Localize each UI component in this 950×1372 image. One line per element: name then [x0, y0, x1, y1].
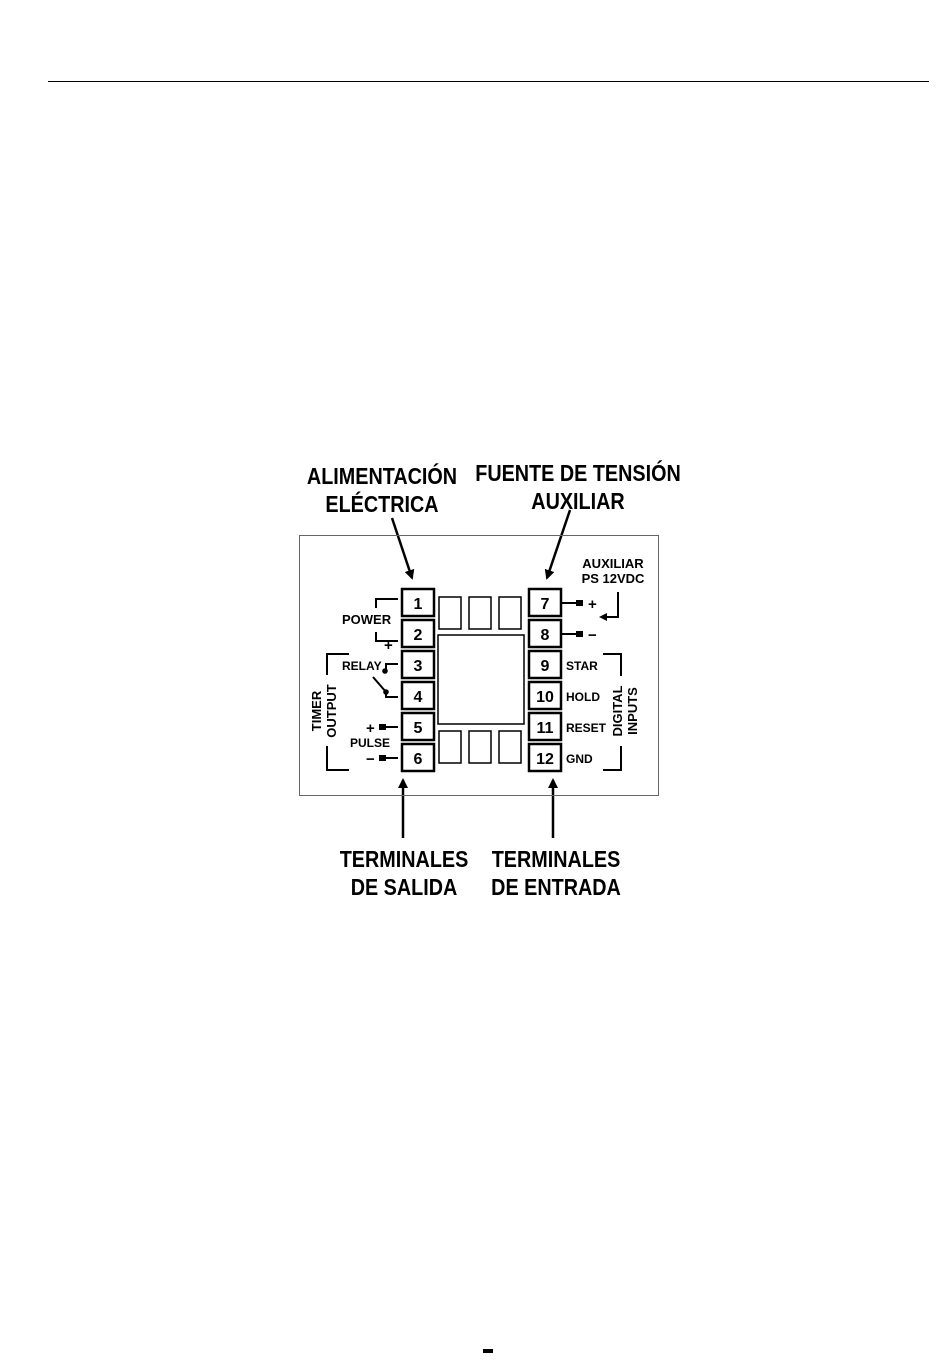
display-digit-bottom — [469, 731, 491, 763]
right-terminal-block: 7 8 9 10 11 12 — [529, 589, 561, 771]
power-plus-sign: + — [384, 637, 393, 654]
aux-minus-connector — [576, 631, 583, 637]
aux-plus-sign: + — [588, 596, 597, 613]
power-label: POWER — [342, 612, 392, 627]
terminal-number: 1 — [414, 596, 423, 613]
terminal-number: 6 — [414, 751, 423, 768]
display-digit-top — [469, 597, 491, 629]
display-digit-bottom — [499, 731, 521, 763]
display-window — [438, 635, 524, 724]
relay-label: RELAY — [342, 659, 382, 673]
terminal-number: 2 — [414, 627, 423, 644]
input-label-hold: HOLD — [566, 690, 600, 704]
terminal-number: 11 — [537, 720, 554, 737]
terminal-number: 7 — [541, 596, 550, 613]
page-marker — [483, 1349, 493, 1353]
display-segments — [438, 597, 524, 763]
digital-inputs-label-line: DIGITAL — [610, 685, 625, 736]
display-digit-bottom — [439, 731, 461, 763]
arrow-aux-source — [547, 510, 570, 578]
timer-output-label-line: TIMER — [309, 690, 324, 731]
relay-contact-point — [383, 689, 389, 695]
pulse-plus-connector — [379, 724, 386, 730]
relay-contact-point — [382, 668, 388, 674]
terminal-number: 10 — [536, 689, 554, 706]
aux-label-line: PS 12VDC — [582, 571, 645, 586]
terminal-number: 4 — [414, 689, 423, 706]
display-digit-top — [439, 597, 461, 629]
aux-minus-sign: − — [588, 627, 597, 644]
terminal-number: 5 — [414, 720, 423, 737]
input-label-star: STAR — [566, 659, 598, 673]
terminal-number: 9 — [541, 658, 550, 675]
timer-output-label-line: OUTPUT — [324, 684, 339, 738]
pulse-plus-sign: + — [366, 720, 375, 737]
aux-plus-connector — [576, 600, 583, 606]
aux-bracket-arrow — [601, 592, 618, 617]
arrow-power-supply — [392, 518, 412, 578]
display-digit-top — [499, 597, 521, 629]
terminal-number: 3 — [414, 658, 423, 675]
input-label-reset: RESET — [566, 721, 607, 735]
digital-inputs-label-line: INPUTS — [625, 687, 640, 735]
aux-label-line: AUXILIAR — [582, 556, 644, 571]
terminal-number: 12 — [536, 751, 554, 768]
pulse-minus-connector — [379, 755, 386, 761]
terminal-number: 8 — [541, 627, 550, 644]
input-label-gnd: GND — [566, 752, 593, 766]
pulse-minus-sign: − — [366, 751, 375, 768]
left-terminal-block: 1 2 3 4 5 6 — [402, 589, 434, 771]
pulse-label: PULSE — [350, 736, 390, 750]
